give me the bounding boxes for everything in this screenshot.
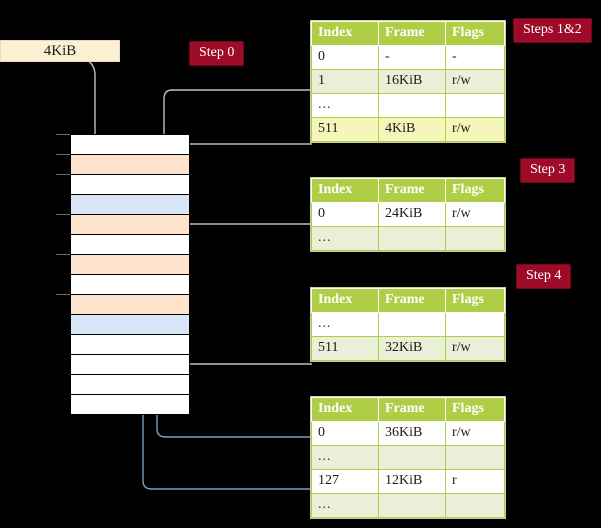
cell-flags — [445, 312, 505, 337]
table-row: 0 - - — [311, 45, 505, 70]
memory-row — [71, 275, 189, 295]
cell-frame: 32KiB — [378, 336, 446, 361]
cell-index: ... — [311, 312, 379, 337]
column-header-flags: Flags — [445, 397, 505, 422]
table-row: 0 24KiB r/w — [311, 202, 505, 227]
table-row: 0 36KiB r/w — [311, 421, 505, 446]
wire-table0-row511-to-memory — [173, 143, 312, 252]
cell-index: ... — [311, 493, 379, 518]
memory-row — [71, 235, 189, 255]
memory-tick — [56, 174, 70, 175]
memory-row — [71, 195, 189, 215]
memory-row — [71, 175, 189, 195]
cell-flags: r/w — [445, 421, 505, 446]
table-header-row: Index Frame Flags — [311, 178, 505, 203]
cell-flags — [445, 493, 505, 518]
cell-frame: 12KiB — [378, 469, 446, 494]
cell-index: 0 — [311, 421, 379, 446]
wire-memory-to-table2-row511 — [171, 294, 312, 365]
table-row: 1 16KiB r/w — [311, 69, 505, 94]
column-header-flags: Flags — [445, 288, 505, 313]
cell-index: 511 — [311, 117, 379, 142]
cell-flags — [445, 445, 505, 470]
table-row: ... — [311, 93, 505, 118]
memory-row — [71, 255, 189, 275]
table-header-row: Index Frame Flags — [311, 21, 505, 46]
page-table-level-3: Index Frame Flags 0 36KiB r/w ... 127 12… — [311, 397, 505, 518]
cell-index: 0 — [311, 202, 379, 227]
column-header-index: Index — [311, 397, 379, 422]
memory-row — [71, 355, 189, 375]
table-header-row: Index Frame Flags — [311, 397, 505, 422]
cell-frame — [378, 226, 446, 251]
memory-row — [71, 155, 189, 175]
cell-index: ... — [311, 93, 379, 118]
cell-index: 127 — [311, 469, 379, 494]
table-row: ... — [311, 312, 505, 337]
table-row: ... — [311, 226, 505, 251]
memory-row — [71, 375, 189, 395]
cell-index: ... — [311, 445, 379, 470]
table-row: ... — [311, 493, 505, 518]
memory-row — [71, 335, 189, 355]
memory-tick — [56, 154, 70, 155]
column-header-frame: Frame — [378, 178, 446, 203]
column-header-index: Index — [311, 288, 379, 313]
page-table-level-1: Index Frame Flags 0 24KiB r/w ... — [311, 178, 505, 251]
wire-table1-row0-to-memory — [177, 223, 312, 262]
physical-memory-column — [70, 134, 190, 415]
cell-index: 1 — [311, 69, 379, 94]
column-header-index: Index — [311, 21, 379, 46]
column-header-flags: Flags — [445, 178, 505, 203]
memory-row — [71, 295, 189, 315]
cell-flags — [445, 226, 505, 251]
column-header-index: Index — [311, 178, 379, 203]
cell-index: 0 — [311, 45, 379, 70]
column-header-frame: Frame — [378, 21, 446, 46]
memory-tick — [56, 294, 70, 295]
column-header-frame: Frame — [378, 288, 446, 313]
cell-frame: - — [378, 45, 446, 70]
memory-row — [71, 135, 189, 155]
cell-frame: 16KiB — [378, 69, 446, 94]
cell-frame — [378, 312, 446, 337]
table-row: ... — [311, 445, 505, 470]
table-row: 511 4KiB r/w — [311, 117, 505, 142]
memory-row — [71, 395, 189, 414]
column-header-flags: Flags — [445, 21, 505, 46]
memory-tick — [56, 134, 70, 135]
cell-frame — [378, 93, 446, 118]
table-row: 511 32KiB r/w — [311, 336, 505, 361]
source-frame-box: 4KiB — [0, 40, 120, 62]
badge-step-4: Step 4 — [517, 265, 571, 288]
cell-frame: 4KiB — [378, 117, 446, 142]
cell-flags: r/w — [445, 117, 505, 142]
badge-step-3: Step 3 — [521, 159, 575, 182]
cell-flags: - — [445, 45, 505, 70]
memory-row — [71, 315, 189, 335]
cell-frame — [378, 493, 446, 518]
memory-row — [71, 215, 189, 235]
column-header-frame: Frame — [378, 397, 446, 422]
table-header-row: Index Frame Flags — [311, 288, 505, 313]
table-row: 127 12KiB r — [311, 469, 505, 494]
memory-tick — [56, 214, 70, 215]
cell-frame: 24KiB — [378, 202, 446, 227]
cell-index: 511 — [311, 336, 379, 361]
page-table-level-0: Index Frame Flags 0 - - 1 16KiB r/w ... — [311, 21, 505, 142]
cell-flags: r/w — [445, 69, 505, 94]
cell-flags: r/w — [445, 336, 505, 361]
cell-flags: r/w — [445, 202, 505, 227]
page-table-level-2: Index Frame Flags ... 511 32KiB r/w — [311, 288, 505, 361]
memory-tick — [56, 254, 70, 255]
cell-index: ... — [311, 226, 379, 251]
cell-flags: r — [445, 469, 505, 494]
cell-frame — [378, 445, 446, 470]
badge-step-0: Step 0 — [190, 42, 244, 65]
cell-flags — [445, 93, 505, 118]
cell-frame: 36KiB — [378, 421, 446, 446]
badge-steps-1-2: Steps 1&2 — [514, 19, 591, 42]
